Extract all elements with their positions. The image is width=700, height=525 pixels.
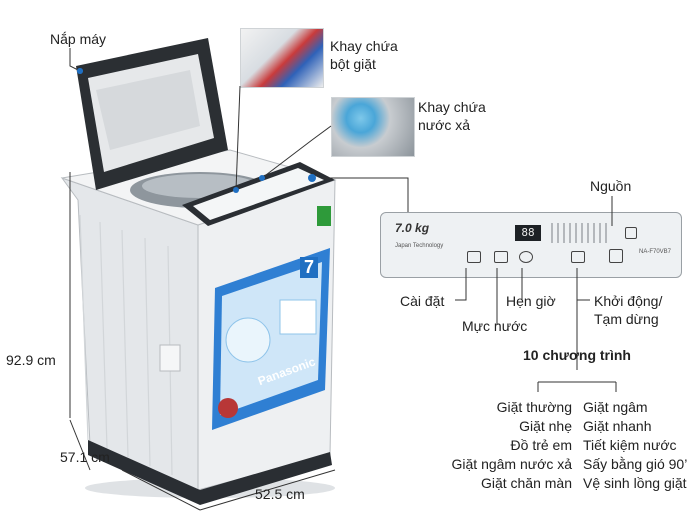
panel-model: NA-F70VB7 xyxy=(639,249,672,255)
label-water-level: Mực nước xyxy=(462,318,528,334)
dimension-width: 52.5 cm xyxy=(255,486,305,502)
panel-indicators xyxy=(551,223,611,243)
panel-display: 88 xyxy=(515,225,541,241)
label-timer: Hẹn giờ xyxy=(506,293,556,309)
capacity-badge: 7 xyxy=(300,257,319,278)
program-item: Tiết kiệm nước xyxy=(583,437,677,453)
label-start-pause-1: Khởi động/ xyxy=(594,293,663,309)
programs-right-column: Giặt ngâm Giặt nhanh Tiết kiệm nước Sấy … xyxy=(583,398,698,498)
detergent-tray-photo xyxy=(240,28,324,88)
label-detergent-tray-1: Khay chứa xyxy=(330,38,398,54)
label-softener-tray-2: nước xả xyxy=(418,117,471,133)
program-item: Giặt thường xyxy=(496,399,572,415)
label-detergent-tray-2: bột giặt xyxy=(330,56,376,72)
dimension-height: 92.9 cm xyxy=(6,352,56,368)
programs-title: 10 chương trình xyxy=(523,347,631,363)
dimension-depth: 57.1 cm xyxy=(60,449,110,465)
program-item: Giặt nhẹ xyxy=(519,418,572,434)
label-start-pause-2: Tạm dừng xyxy=(594,311,659,327)
programs-left-column: Giặt thường Giặt nhẹ Đồ trẻ em Giặt ngâm… xyxy=(430,398,573,498)
program-item: Đồ trẻ em xyxy=(510,437,572,453)
label-power: Nguồn xyxy=(590,178,632,194)
label-lid: Nắp máy xyxy=(50,31,107,47)
panel-water-level-button[interactable] xyxy=(494,251,508,263)
label-settings: Cài đặt xyxy=(400,293,445,309)
panel-power-button[interactable] xyxy=(625,227,637,239)
control-panel-closeup: 7.0 kg Japan Technology 88 NA-F70VB7 xyxy=(380,212,682,278)
softener-tray-photo xyxy=(331,97,415,157)
program-item: Sấy bằng gió 90’ xyxy=(583,456,688,472)
panel-capacity: 7.0 kg xyxy=(395,221,430,235)
panel-settings-button[interactable] xyxy=(467,251,481,263)
program-item: Giặt chăn màn xyxy=(480,475,572,491)
panel-start-button[interactable] xyxy=(609,249,623,263)
program-item: Giặt ngâm xyxy=(583,399,648,415)
panel-tech-line: Japan Technology xyxy=(395,243,444,249)
program-item: Giặt ngâm nước xả xyxy=(451,456,573,472)
program-item: Giặt nhanh xyxy=(583,418,652,434)
label-softener-tray-1: Khay chứa xyxy=(418,99,486,115)
panel-timer-button[interactable] xyxy=(519,251,533,263)
program-item: Vệ sinh lồng giặt xyxy=(583,475,687,491)
panel-program-button[interactable] xyxy=(571,251,585,263)
